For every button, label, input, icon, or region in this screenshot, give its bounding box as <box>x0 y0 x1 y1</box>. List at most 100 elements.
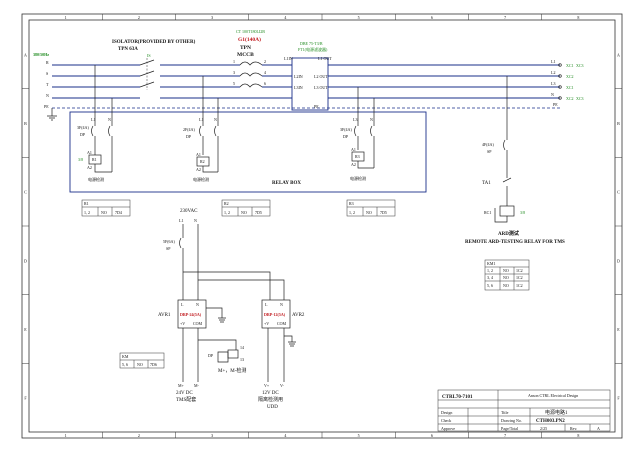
out2-desc: 隔离检测用 <box>258 396 283 403</box>
column-label: 2 <box>138 15 140 20</box>
mccb-in-5: 5 <box>233 81 235 86</box>
km1-table-head: KM1 <box>487 261 495 266</box>
breaker-2f-wire-l: L1 <box>199 117 203 122</box>
title-block-box <box>437 389 611 432</box>
isolator-tag: IS <box>147 53 151 58</box>
out2-term: V+ <box>264 383 270 388</box>
tb-design: Design <box>441 410 452 415</box>
psu-breaker-type: SP <box>166 246 171 251</box>
tb-approve: Approve <box>441 426 455 431</box>
relay-r3-return <box>357 161 374 169</box>
relay-r3-a2: A2 <box>351 162 356 167</box>
relay-table-r1-box <box>81 199 131 217</box>
column-label: 4 <box>284 15 286 20</box>
out-term-l1: L1 <box>551 59 555 64</box>
avr1-term: L <box>181 302 184 307</box>
breaker-2f-feed <box>202 76 219 126</box>
relay-box-outline <box>69 111 427 193</box>
column-label: 5 <box>358 15 360 20</box>
out2-term: V- <box>280 383 285 388</box>
avr1-model: DRP-24(5A) <box>180 312 202 317</box>
breaker-3f-b-label: 电源检测 <box>350 175 366 181</box>
breaker-3f-rating: 3F(4A) <box>77 125 89 130</box>
ard-return <box>494 208 508 223</box>
km1-cell: NO <box>503 275 509 280</box>
tb-drawing-key: Drawing No. <box>501 418 522 423</box>
avr1-name: AVR1 <box>158 313 171 318</box>
psu-section: 230VAC L1 N 5F(6A) SP DRP-24(5A) AVR1 L … <box>158 209 305 410</box>
breaker-2f-label: 电源检测 <box>193 176 209 182</box>
relay-r2-a2: A2 <box>196 167 201 172</box>
xc-label-2: XC2 <box>566 74 574 79</box>
avr1-earth <box>206 307 226 323</box>
relay-table-cell: 7D5 <box>255 210 262 215</box>
column-label: 6 <box>431 15 433 20</box>
relay-table-cell: 7D4 <box>115 210 122 215</box>
km1-table: KM1 1, 2 NO 1C2 3, 4 NO 1C2 5, 6 NO 1C2 <box>484 259 530 291</box>
relay-table-r3-box <box>346 199 396 217</box>
row-label: C <box>24 190 27 195</box>
phase-n-label: N <box>46 93 49 98</box>
mccb-poles <box>239 61 263 88</box>
title-block: CTRL70-7101 Anson CTRL Electrical Design… <box>437 389 611 432</box>
tb-title-value: 电源电路1 <box>545 409 568 416</box>
breaker-3f-wire-l: L1 <box>91 117 95 122</box>
breaker-3f-wire-n: N <box>108 117 111 122</box>
term-dot <box>558 74 562 78</box>
tb-rev-key: Rev. <box>570 426 577 431</box>
psu-breaker-pole <box>179 237 182 249</box>
breaker-2f-type: DP <box>186 134 192 139</box>
row-label: A <box>617 52 620 57</box>
psu-breaker-rating: 5F(6A) <box>163 239 175 244</box>
mccb-symbol: 1 3 5 2 4 6 <box>233 59 266 88</box>
breaker-3f-feed <box>94 65 113 126</box>
avr1-box <box>177 299 207 329</box>
avr2-earth <box>288 341 296 347</box>
column-label: 1 <box>65 15 67 20</box>
km-cell: 5, 6 <box>122 362 128 368</box>
column-label: 6 <box>431 433 433 438</box>
phase-t-label: T <box>46 82 49 87</box>
avr2-name: AVR2 <box>292 313 305 318</box>
mccb-in-3: 3 <box>233 70 235 75</box>
out-term-pe: PE <box>553 102 558 107</box>
relay-term-14: 14 <box>240 345 244 350</box>
km1-cell: 1, 2 <box>487 268 493 274</box>
out-term-l2: L2 <box>551 70 555 75</box>
row-label: D <box>24 258 27 263</box>
mccb-out-6: 6 <box>264 81 266 86</box>
relay-table-r1: R1 1, 2 NO 7D4 <box>81 199 131 217</box>
row-label: E <box>617 327 620 332</box>
filter-out-1: L1 OUT <box>318 56 332 61</box>
filter-out-2: L2 OUT <box>314 74 328 79</box>
xc-label-4b: XC3 <box>576 96 584 101</box>
relay-table-r3-head: R3 <box>349 201 354 206</box>
avr1-term: N <box>196 302 199 307</box>
tb-check: Check <box>441 418 451 423</box>
filter-model: DBE 75-T3/B <box>300 41 323 46</box>
dp-relay-coil <box>217 351 229 363</box>
relay-r1-a1: A1 <box>87 150 92 155</box>
breaker-3f-b-wire-n: N <box>370 117 373 122</box>
supply-earth-symbol <box>47 108 57 121</box>
relay-table-cell: NO <box>241 210 247 215</box>
relay-term-13: 13 <box>240 357 244 362</box>
psu-wire-l: L1 <box>179 218 183 223</box>
relay-r1-a2: A2 <box>87 165 92 170</box>
relay-table-r2: R2 1, 2 NO 7D5 <box>221 199 271 217</box>
breaker-2f-load <box>202 136 219 172</box>
relay-r2-tag: R2 <box>200 159 205 164</box>
row-label: D <box>617 258 620 263</box>
km1-cell: 1C2 <box>516 283 523 288</box>
avr2-output <box>267 328 293 382</box>
relay-table-r1-head: R1 <box>84 201 89 206</box>
out1-voltage: 24V DC <box>176 391 193 396</box>
ard-rc: RC1 <box>484 210 491 215</box>
out-term-n: N <box>551 92 554 97</box>
avr2-term: +V <box>264 321 269 326</box>
km-table: KM 5, 6 NO 7D6 <box>119 352 165 369</box>
ard-term: 3/8 <box>520 210 525 215</box>
relay-r2-a1: A1 <box>196 152 201 157</box>
breaker-3f-b-poles <box>354 125 373 137</box>
